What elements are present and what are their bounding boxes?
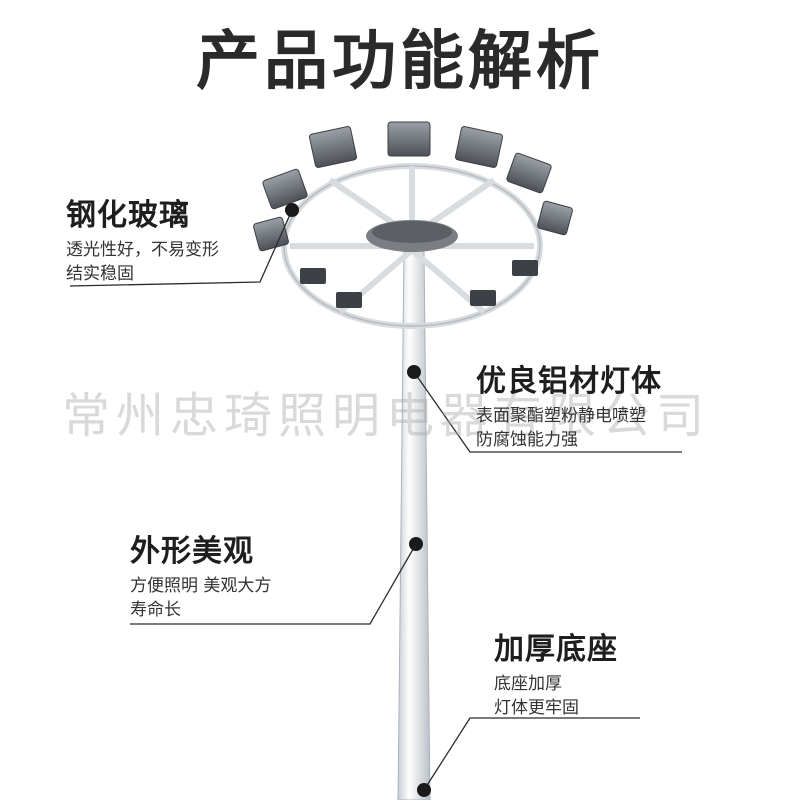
feature-desc-line: 防腐蚀能力强 — [476, 430, 578, 450]
feature-desc-line: 灯体更牢固 — [494, 698, 579, 718]
feature-aluminum-body: 优良铝材灯体 表面聚酯塑粉静电喷塑 防腐蚀能力强 — [476, 356, 662, 452]
feature-thick-base: 加厚底座 底座加厚 灯体更牢固 — [494, 624, 618, 720]
feature-desc-line: 结实稳固 — [66, 264, 134, 284]
feature-desc: 方便照明 美观大方 寿命长 — [130, 574, 271, 622]
pole — [397, 249, 431, 800]
feature-heading: 加厚底座 — [494, 632, 618, 667]
feature-desc: 底座加厚 灯体更牢固 — [494, 672, 618, 720]
watermark: 常州忠琦照明电器有限公司 — [62, 388, 711, 444]
hub — [366, 220, 458, 252]
feature-heading: 外形美观 — [130, 534, 254, 569]
floodlight-icon — [253, 121, 573, 308]
feature-tempered-glass: 钢化玻璃 透光性好，不易变形 结实稳固 — [66, 190, 219, 286]
callout-leaders — [69, 209, 682, 791]
feature-desc-line: 底座加厚 — [494, 674, 562, 694]
page-title: 产品功能解析 — [196, 25, 604, 99]
feature-desc: 表面聚酯塑粉静电喷塑 防腐蚀能力强 — [476, 404, 662, 452]
feature-heading: 优良铝材灯体 — [476, 364, 662, 399]
feature-desc-line: 表面聚酯塑粉静电喷塑 — [476, 406, 646, 426]
feature-desc: 透光性好，不易变形 结实稳固 — [66, 238, 219, 286]
feature-desc-line: 寿命长 — [130, 600, 181, 620]
feature-heading: 钢化玻璃 — [66, 198, 190, 233]
callout-dot-icon — [285, 203, 431, 797]
feature-appearance: 外形美观 方便照明 美观大方 寿命长 — [130, 526, 271, 622]
feature-desc-line: 方便照明 美观大方 — [130, 576, 272, 596]
feature-desc-line: 透光性好，不易变形 — [66, 240, 219, 260]
